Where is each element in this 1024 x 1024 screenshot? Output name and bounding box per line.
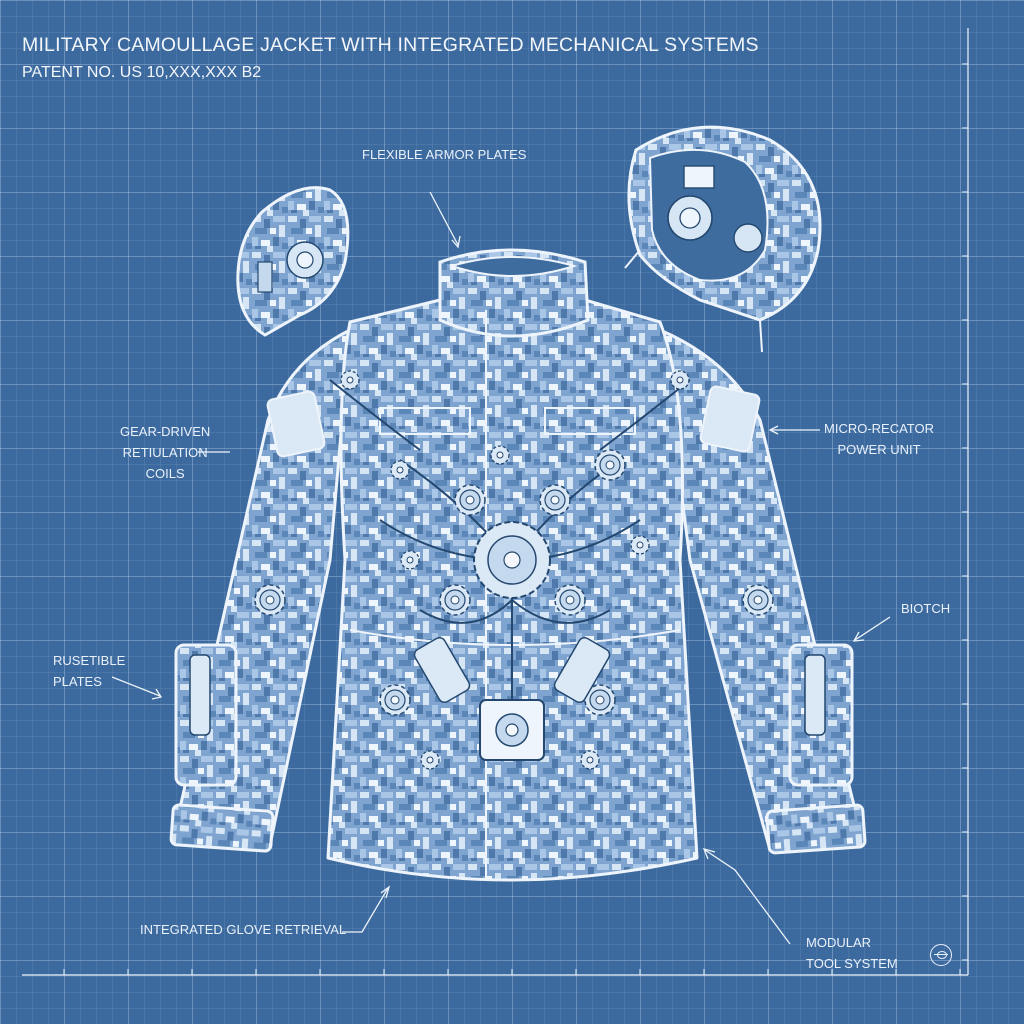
callout-tool-system: MODULAR TOOL SYSTEM: [806, 935, 898, 971]
mechanical-system: [189, 370, 826, 770]
callout-power-unit: MICRO-RECATOR POWER UNIT: [824, 421, 935, 457]
hood-right: [624, 125, 822, 353]
hood-piece-left: [236, 186, 350, 337]
callout-armor-plates: FLEXIBLE ARMOR PLATES: [362, 147, 527, 162]
revision-mark-icon: [930, 944, 952, 966]
callout-gear-coils: GEAR-DRIVEN RETIULATION COILS: [120, 424, 211, 481]
patent-number: PATENT NO. US 10,XXX,XXX B2: [22, 64, 262, 81]
callout-plates: RUSETIBLE PLATES: [53, 653, 126, 689]
diagram-title: MILITARY CAMOULLAGE JACKET WITH INTEGRAT…: [22, 34, 759, 56]
callout-biotch: BIOTCH: [901, 601, 951, 616]
callout-glove-retrieval: INTEGRATED GLOVE RETRIEVAL: [140, 922, 347, 937]
